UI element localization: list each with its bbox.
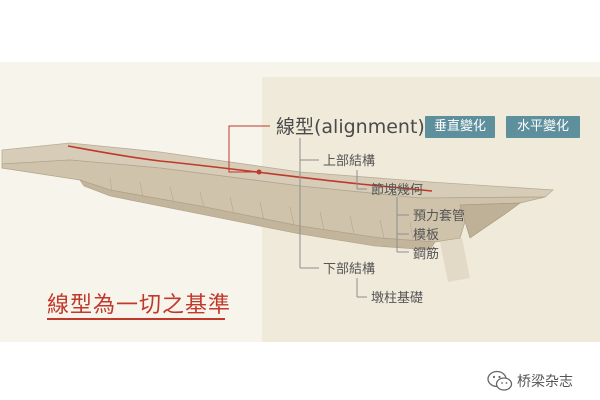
segment-geometry-label: 節塊幾何 xyxy=(371,183,424,198)
horizontal-change-badge: 水平變化 xyxy=(506,116,580,138)
segment-lines xyxy=(109,177,414,241)
slogan-underline xyxy=(47,318,225,320)
watermark-text: 桥梁杂志 xyxy=(517,374,573,390)
girder-soffit xyxy=(79,179,436,251)
rebar-label: 鋼筋 xyxy=(413,247,440,262)
prestress-duct-label: 預力套管 xyxy=(413,209,466,224)
pier-foundation-label: 墩柱基礎 xyxy=(371,291,424,306)
alignment-leader-line xyxy=(228,125,270,173)
wechat-icon xyxy=(487,370,513,391)
formwork-label: 模板 xyxy=(413,228,440,243)
substructure-label: 下部結構 xyxy=(323,262,376,277)
pier-head xyxy=(459,202,522,239)
hierarchy-lines xyxy=(299,138,409,298)
bridge-girder xyxy=(1,142,554,282)
slogan-text: 線型為一切之基準 xyxy=(47,293,232,318)
pier-column xyxy=(440,238,470,282)
superstructure-label: 上部結構 xyxy=(323,154,376,169)
diagram-title: 線型(alignment) xyxy=(276,116,425,138)
vertical-change-badge: 垂直變化 xyxy=(425,116,495,138)
